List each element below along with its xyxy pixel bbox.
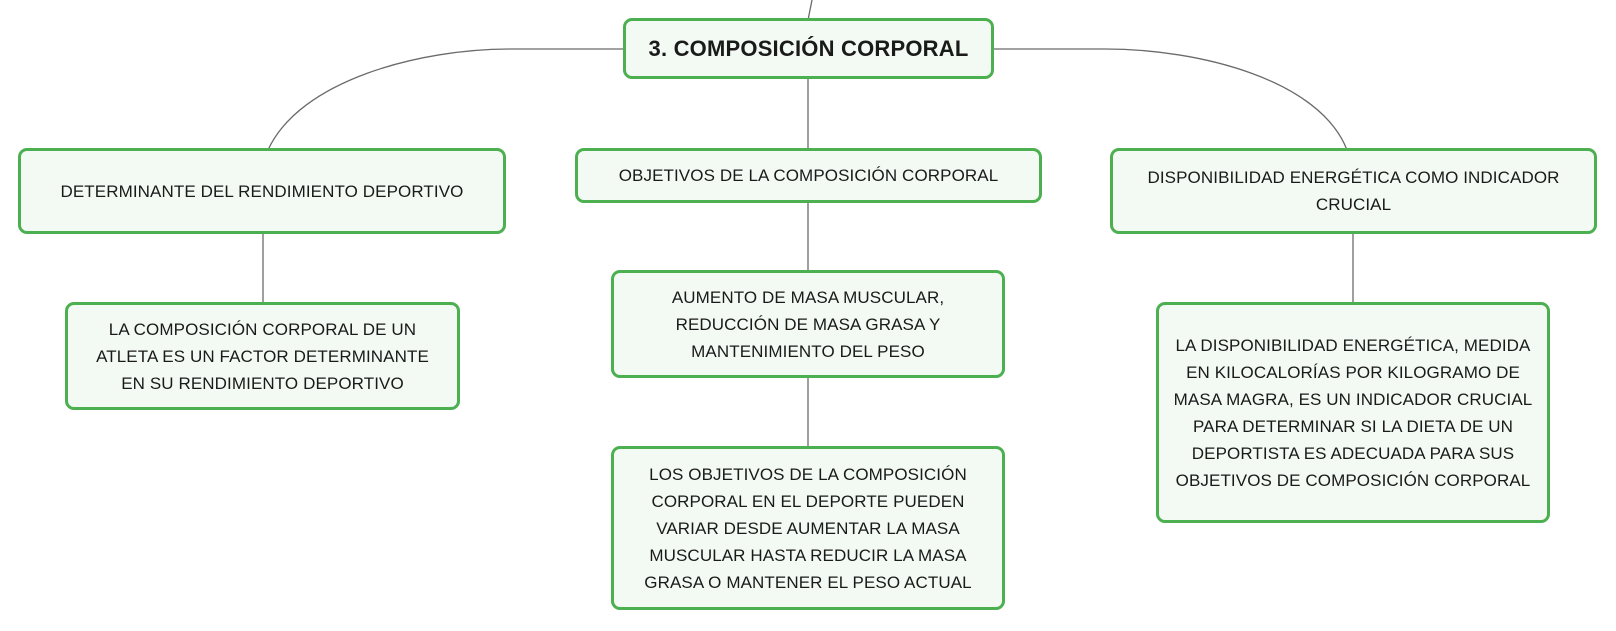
- node-disponibilidad-energetica[interactable]: DISPONIBILIDAD ENERGÉTICA COMO INDICADOR…: [1110, 148, 1597, 234]
- node-aumento-label: AUMENTO DE MASA MUSCULAR, REDUCCIÓN DE M…: [671, 287, 945, 361]
- node-determinante-rendimiento[interactable]: DETERMINANTE DEL RENDIMIENTO DEPORTIVO: [18, 148, 506, 234]
- node-disponibilidad-label: DISPONIBILIDAD ENERGÉTICA COMO INDICADOR…: [1147, 168, 1560, 214]
- node-objetivos-deporte-label: LOS OBJETIVOS DE LA COMPOSICIÓN CORPORAL…: [644, 464, 972, 592]
- node-composicion-atleta[interactable]: LA COMPOSICIÓN CORPORAL DE UN ATLETA ES …: [65, 302, 460, 410]
- node-objetivos-deporte[interactable]: LOS OBJETIVOS DE LA COMPOSICIÓN CORPORAL…: [611, 446, 1005, 610]
- node-objetivos-composicion[interactable]: OBJETIVOS DE LA COMPOSICIÓN CORPORAL: [575, 148, 1042, 203]
- node-composicion-atleta-label: LA COMPOSICIÓN CORPORAL DE UN ATLETA ES …: [96, 319, 429, 393]
- node-disponibilidad-medida[interactable]: LA DISPONIBILIDAD ENERGÉTICA, MEDIDA EN …: [1156, 302, 1550, 523]
- node-aumento-masa-muscular[interactable]: AUMENTO DE MASA MUSCULAR, REDUCCIÓN DE M…: [611, 270, 1005, 378]
- node-disponibilidad-medida-label: LA DISPONIBILIDAD ENERGÉTICA, MEDIDA EN …: [1173, 335, 1533, 490]
- root-node-label: 3. COMPOSICIÓN CORPORAL: [648, 36, 969, 61]
- connector-parent-to-root: [807, 0, 813, 21]
- connector-root-to-determinante: [267, 48, 625, 151]
- root-node-composicion-corporal[interactable]: 3. COMPOSICIÓN CORPORAL: [623, 18, 994, 79]
- connector-root-to-disponibilidad: [993, 48, 1348, 151]
- node-determinante-label: DETERMINANTE DEL RENDIMIENTO DEPORTIVO: [60, 181, 464, 201]
- node-objetivos-label: OBJETIVOS DE LA COMPOSICIÓN CORPORAL: [618, 166, 999, 185]
